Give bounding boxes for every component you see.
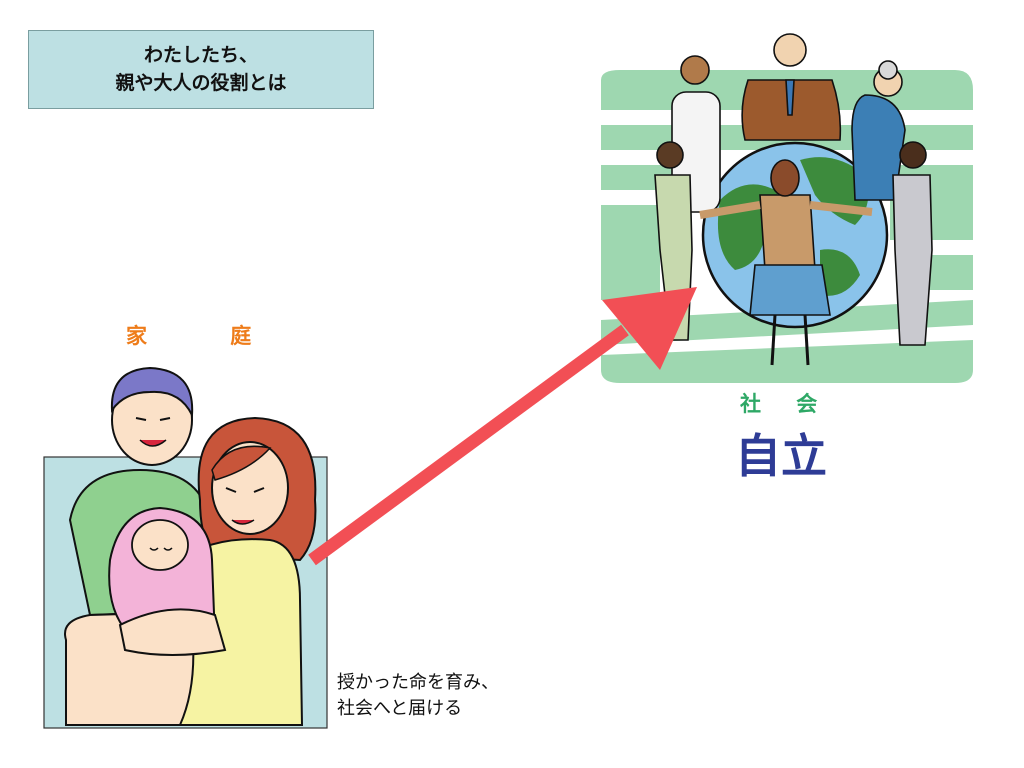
society-illustration-icon [601, 33, 973, 383]
caption-line-2: 社会へと届ける [337, 698, 463, 720]
title-line-1: わたしたち、 [143, 43, 258, 66]
caption-line-1: 授かった命を育み、 [337, 672, 499, 693]
family-illustration-icon [43, 366, 328, 729]
title-line-2: 親や大人の役割とは [115, 71, 287, 94]
title-box: わたしたち、 親や大人の役割とは [28, 30, 374, 109]
independence-label: 自立 [735, 429, 827, 483]
family-label: 家 庭 [126, 324, 290, 348]
arrow-up-right-icon [308, 287, 697, 566]
society-label: 社 会 [740, 392, 832, 416]
caption: 授かった命を育み、 社会へと届ける [337, 670, 577, 722]
